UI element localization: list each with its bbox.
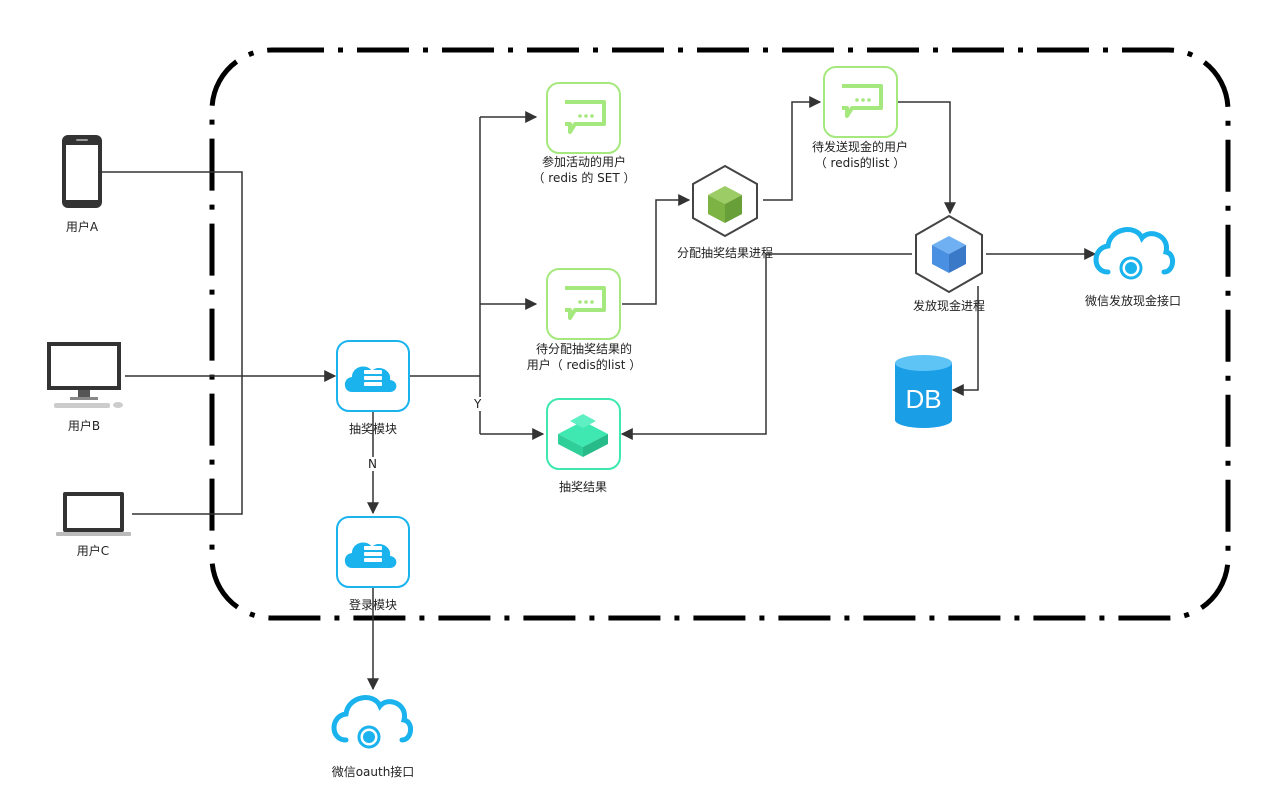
- participants-set-line1: 参加活动的用户: [541, 155, 626, 169]
- lottery-module-node[interactable]: [336, 340, 410, 412]
- pending-assign-label: 待分配抽奖结果的 用户（ redis的list ）: [514, 341, 654, 373]
- pending-assign-list-node[interactable]: [546, 268, 621, 340]
- storage-layers-icon: [558, 414, 608, 457]
- database-icon: DB: [895, 355, 952, 428]
- db-label: DB: [905, 384, 941, 414]
- cube-icon: [708, 186, 742, 223]
- wechat-oauth-cloud-icon: [331, 695, 413, 749]
- laptop-icon: [56, 492, 131, 536]
- assign-process-label: 分配抽奖结果进程: [676, 246, 773, 260]
- edge-cash-to-db: [951, 286, 979, 396]
- lottery-result-node[interactable]: [546, 398, 621, 470]
- edge-cash-to-result: [620, 253, 912, 440]
- pending-cash-label: 待发送现金的用户 （ redis的list ）: [790, 139, 930, 171]
- login-module-node[interactable]: [336, 516, 410, 588]
- edge-pending-cash-to-cash: [898, 101, 956, 215]
- pending-cash-line2: （ redis的list ）: [814, 156, 906, 170]
- pending-assign-line2: 用户（ redis的list ）: [526, 358, 642, 372]
- wechat-cash-label: 微信发放现金接口: [1084, 294, 1181, 308]
- lottery-module-label: 抽奖模块: [348, 422, 397, 436]
- smartphone-icon: [62, 135, 102, 208]
- message-queue-icon: [565, 100, 606, 134]
- pending-cash-list-node[interactable]: [823, 66, 898, 138]
- wechat-oauth-label: 微信oauth接口: [331, 765, 415, 779]
- message-queue-icon: [842, 84, 883, 118]
- system-boundary: [209, 47, 1231, 621]
- participants-set-line2: （ redis 的 SET ）: [532, 171, 636, 185]
- connectors: [102, 96, 1097, 691]
- edge-label-no: N: [368, 457, 377, 471]
- user-c-label: 用户C: [76, 544, 110, 558]
- edge-user-c-to-bus: [132, 376, 243, 515]
- pending-cash-line1: 待发送现金的用户: [811, 140, 908, 154]
- participants-set-node[interactable]: [546, 82, 621, 154]
- user-b-label: 用户B: [67, 419, 101, 433]
- cash-process-node[interactable]: [915, 214, 983, 294]
- edge-assign-to-pending-cash: [763, 96, 822, 201]
- participants-set-label: 参加活动的用户 （ redis 的 SET ）: [514, 154, 654, 186]
- cube-icon: [932, 236, 966, 273]
- edge-user-a-to-bus: [102, 171, 243, 376]
- pending-assign-line1: 待分配抽奖结果的: [535, 342, 632, 356]
- lottery-result-label: 抽奖结果: [558, 480, 607, 494]
- message-queue-icon: [565, 286, 606, 320]
- edge-pending-to-assign: [622, 194, 691, 305]
- cash-process-label: 发放现金进程: [912, 299, 985, 313]
- wechat-cash-cloud-icon: [1093, 227, 1175, 280]
- edge-label-yes: Y: [474, 397, 482, 411]
- user-a-label: 用户A: [65, 220, 99, 234]
- login-module-label: 登录模块: [348, 598, 397, 612]
- desktop-monitor-icon: [47, 342, 123, 408]
- assign-process-node[interactable]: [692, 164, 758, 238]
